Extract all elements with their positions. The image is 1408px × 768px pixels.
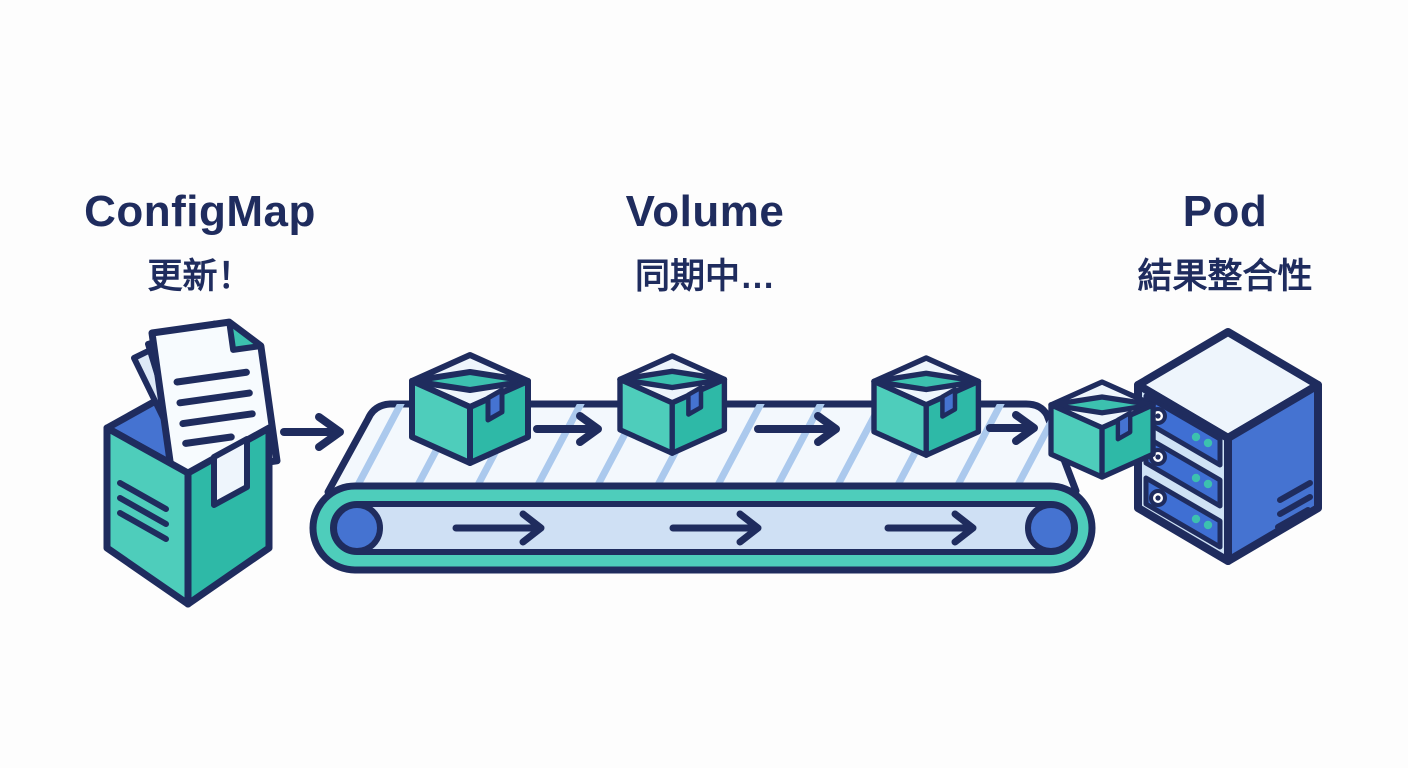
roller-right-icon [1025, 502, 1077, 554]
volume-label-group: Volume 同期中… [525, 187, 885, 299]
conveyor-belt-icon [309, 355, 1096, 574]
package-box-icon [1051, 382, 1153, 477]
box-flap [211, 436, 250, 508]
package-box-icon [874, 358, 978, 455]
document-fold-corner [226, 319, 264, 353]
pod-title: Pod [1182, 187, 1268, 236]
configmap-subtitle: 更新！ [147, 257, 253, 297]
deck-arrow-icon [754, 412, 840, 446]
package-box-icon [412, 355, 528, 463]
configmap-title: ConfigMap [84, 187, 316, 236]
deck-arrow-icon [986, 411, 1038, 445]
pod-label-group: Pod 結果整合性 [1045, 187, 1405, 299]
deck-arrow-icon [533, 412, 602, 446]
roller-left-icon [331, 502, 383, 554]
configmap-label-group: ConfigMap 更新！ [20, 187, 380, 299]
right-arrow-icon [280, 413, 344, 451]
belt-arrow-icon [884, 510, 977, 546]
box-texture-lines [117, 480, 169, 542]
server-led-lights [1191, 432, 1213, 530]
document-text-lines [173, 368, 256, 447]
server-vent-lines [1275, 480, 1313, 530]
belt-arrow-icon [452, 510, 545, 546]
pod-server-icon [1134, 328, 1322, 565]
belt-arrow-icon [669, 510, 762, 546]
pod-subtitle: 結果整合性 [1137, 257, 1313, 297]
volume-title: Volume [625, 187, 785, 236]
package-box-icon [620, 356, 724, 453]
configmap-box-icon [103, 318, 281, 608]
volume-subtitle: 同期中… [634, 257, 775, 297]
